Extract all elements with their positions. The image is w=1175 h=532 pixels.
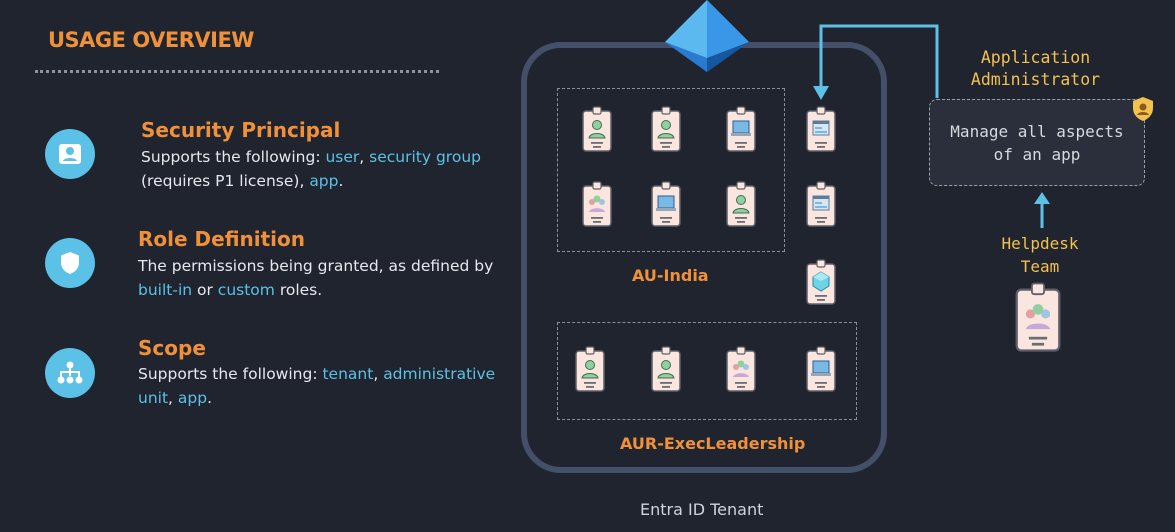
au-india-box xyxy=(557,88,785,252)
body-text: , xyxy=(373,365,384,383)
user-badge-icon xyxy=(726,181,756,231)
device-badge-icon xyxy=(651,181,681,231)
admin-shield-icon xyxy=(1131,96,1155,126)
highlight-term: app xyxy=(177,389,208,407)
user-badge-icon xyxy=(651,106,681,156)
scope-heading: Scope xyxy=(138,336,206,360)
body-text: , xyxy=(168,389,178,407)
highlight-term: user xyxy=(325,148,360,166)
role-definition-description: The permissions being granted, as define… xyxy=(138,254,498,302)
helpdesk-team-label: Helpdesk Team xyxy=(1001,234,1079,276)
body-text: Supports the following: xyxy=(138,365,323,383)
highlight-term: tenant xyxy=(322,365,374,383)
connector-arrow-to-app xyxy=(813,24,939,100)
section-title: USAGE OVERVIEW xyxy=(48,28,254,52)
security-principal-description: Supports the following: user, security g… xyxy=(141,145,501,193)
group-badge-icon xyxy=(582,181,612,231)
manage-app-box: Manage all aspects of an app xyxy=(929,99,1145,186)
app-badge-icon xyxy=(806,181,836,231)
app-badge-icon xyxy=(806,106,836,156)
highlight-term: built-in xyxy=(138,281,193,299)
tenant-label: Entra ID Tenant xyxy=(640,500,764,519)
body-text: . xyxy=(207,389,213,407)
body-text: . xyxy=(338,172,344,190)
connector-arrow-from-helpdesk xyxy=(1034,192,1050,228)
title-divider xyxy=(35,70,439,73)
user-badge-icon xyxy=(582,106,612,156)
body-text: Supports the following: xyxy=(141,148,326,166)
body-text: or xyxy=(192,281,218,299)
entra-id-logo xyxy=(663,0,751,76)
highlight-term: security group xyxy=(369,148,481,166)
id-card-icon xyxy=(45,129,95,179)
shield-icon xyxy=(45,238,95,288)
hierarchy-icon xyxy=(45,348,95,398)
user-badge-icon xyxy=(651,346,681,396)
application-administrator-label: Application Administrator xyxy=(970,48,1101,89)
highlight-term: custom xyxy=(217,281,275,299)
security-principal-heading: Security Principal xyxy=(141,118,341,142)
body-text: roles. xyxy=(274,281,323,299)
body-text: , xyxy=(359,148,370,166)
role-definition-heading: Role Definition xyxy=(138,227,306,251)
device-badge-icon xyxy=(726,106,756,156)
highlight-term: app xyxy=(309,172,339,190)
au-exec-label: AUR-ExecLeadership xyxy=(620,434,806,453)
group-badge-icon xyxy=(726,346,756,396)
highlight-term: administrative unit xyxy=(138,365,496,407)
scope-description: Supports the following: tenant, administ… xyxy=(138,362,498,410)
au-india-label: AU-India xyxy=(632,266,709,285)
manage-app-text: Manage all aspects of an app xyxy=(950,121,1124,164)
resource-badge-icon xyxy=(806,259,836,309)
group-badge-icon xyxy=(1014,282,1062,356)
body-text: The permissions being granted, as define… xyxy=(138,257,494,275)
body-text: (requires P1 license), xyxy=(141,172,310,190)
user-badge-icon xyxy=(575,346,605,396)
au-exec-box xyxy=(557,322,857,420)
device-badge-icon xyxy=(806,346,836,396)
